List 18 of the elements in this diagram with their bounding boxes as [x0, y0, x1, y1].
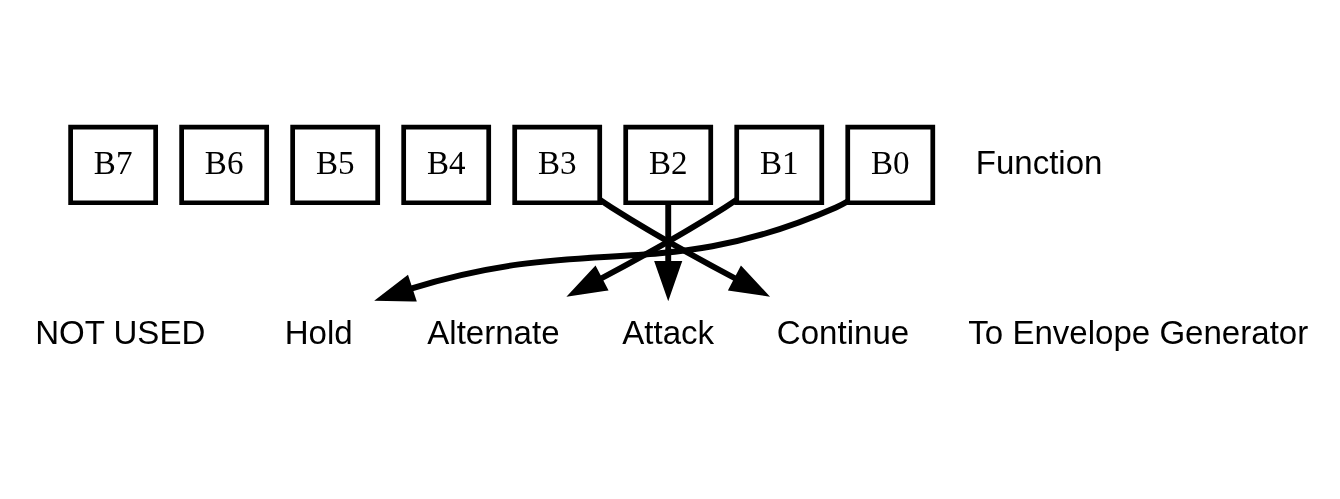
node-text: Hold — [284, 313, 353, 351]
node-box: B4 — [401, 124, 492, 205]
node-box: B6 — [179, 124, 270, 205]
arrow — [374, 198, 849, 301]
node-text: Attack — [622, 313, 715, 351]
arrow — [566, 196, 738, 297]
label: To Envelope Generator — [968, 313, 1309, 351]
label: Function — [975, 143, 1103, 181]
node-box: B5 — [290, 124, 381, 205]
node-box: B1 — [734, 124, 825, 205]
node-text: Continue — [776, 313, 910, 351]
node-text: Alternate — [427, 313, 560, 351]
label: NOT USED — [35, 313, 206, 351]
node-box: B7 — [68, 124, 158, 205]
node-box: B3 — [512, 124, 603, 205]
node-box: B2 — [623, 124, 714, 205]
node-box: B0 — [845, 124, 936, 205]
arrow — [654, 202, 683, 301]
